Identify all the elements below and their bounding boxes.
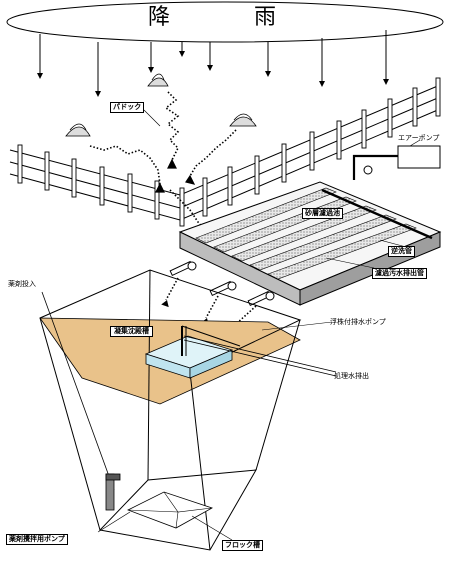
chemical-mix-pump-label: 薬剤攪拌用ポンプ bbox=[6, 534, 68, 545]
float-drain-pump-label: 浮株付排水ポンプ bbox=[330, 318, 386, 326]
rain-char-1: 降 bbox=[148, 5, 171, 30]
treated-water-discharge-label: 処理水排出 bbox=[334, 372, 369, 380]
filter-outlets bbox=[169, 260, 275, 307]
mixing-pump-icon bbox=[105, 473, 121, 511]
fence-posts bbox=[17, 77, 441, 227]
manure-icon bbox=[65, 73, 257, 137]
sand-filter-bed bbox=[178, 154, 442, 306]
air-pump-icon bbox=[363, 145, 441, 175]
rain-cloud bbox=[6, 1, 444, 43]
runoff-flows bbox=[89, 91, 237, 233]
air-pump-label: エアーポンプ bbox=[398, 134, 440, 142]
flocculant-line bbox=[41, 291, 115, 491]
settling-pit bbox=[39, 269, 302, 551]
settling-tank-box bbox=[144, 325, 241, 379]
rain-arrows bbox=[37, 30, 389, 97]
paddock-fence bbox=[9, 84, 441, 221]
settling-tank-label: 凝集沈殿槽 bbox=[110, 326, 153, 337]
filtrate-drain-pipe-label: 濾過汚水排出管 bbox=[372, 268, 427, 279]
backwash-pipe-label: 逆洗管 bbox=[388, 246, 415, 257]
discharge-lines bbox=[183, 335, 337, 377]
paddock-label: パドック bbox=[110, 102, 145, 113]
flocculant-input-label: 薬剤投入 bbox=[8, 280, 36, 288]
rain-char-2: 雨 bbox=[254, 5, 277, 30]
sand-filter-label: 砂層濾過池 bbox=[302, 208, 343, 219]
floc-tank-label: フロック槽 bbox=[222, 540, 263, 551]
